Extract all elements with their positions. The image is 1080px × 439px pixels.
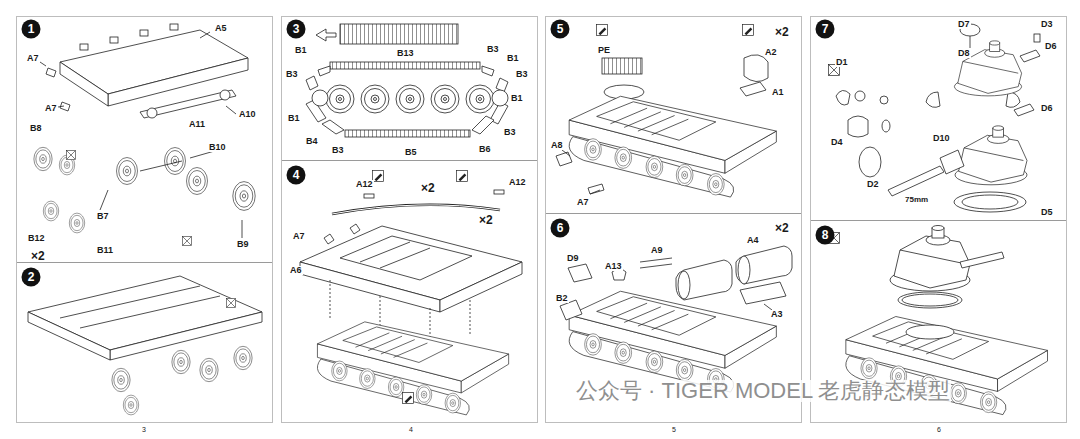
part-label: A7 (44, 104, 58, 113)
step-circle-fill (551, 219, 570, 238)
part-label: B3 (503, 128, 517, 137)
step-number-text: 3 (286, 19, 306, 39)
page-number: 5 (671, 426, 677, 433)
part-label: A4 (746, 236, 760, 245)
part-label: A9 (650, 246, 664, 255)
part-label: A6 (289, 266, 303, 275)
part-label: A11 (188, 120, 206, 129)
part-label: B1 (506, 54, 520, 63)
step-number-text: 8 (815, 225, 835, 245)
part-label: D10 (932, 134, 951, 143)
part-label: B1 (510, 94, 524, 103)
step-number: 2 (21, 267, 41, 287)
part-label: D4 (830, 138, 844, 147)
step-number-text: 7 (815, 19, 835, 39)
step-circle-fill (551, 20, 570, 39)
part-label: B9 (236, 240, 250, 249)
part-label: B13 (396, 49, 415, 58)
part-label: A7 (292, 232, 306, 241)
part-label: A7 (26, 54, 40, 63)
part-label: D1 (835, 58, 849, 67)
part-label: B5 (404, 148, 418, 157)
step-number-text: 2 (21, 267, 41, 287)
step-circle-fill (816, 226, 835, 245)
page-number: 4 (408, 426, 414, 433)
part-label: B2 (555, 294, 569, 303)
part-label: B3 (486, 45, 500, 54)
step-circle-fill (22, 268, 41, 287)
part-label: A2 (764, 48, 778, 57)
quantity-mark: ×2 (478, 214, 494, 226)
part-label: A7 (576, 198, 590, 207)
part-label: B8 (29, 124, 43, 133)
quantity-mark: ×2 (774, 26, 790, 38)
step-circle-fill (287, 166, 306, 185)
part-label: D2 (866, 180, 880, 189)
part-label: B7 (96, 212, 110, 221)
step-number: 4 (286, 165, 306, 185)
step-circle-fill (816, 20, 835, 39)
part-label: 75mm (904, 196, 929, 204)
step-number-text: 6 (550, 218, 570, 238)
part-label: D3 (1040, 20, 1054, 29)
part-label: A3 (770, 310, 784, 319)
part-label: PE (597, 46, 611, 55)
part-label: B4 (305, 137, 319, 146)
step-circle-fill (287, 20, 306, 39)
step-number: 3 (286, 19, 306, 39)
part-label: A8 (550, 141, 564, 150)
part-label: B10 (208, 143, 227, 152)
part-label: A13 (604, 262, 623, 271)
part-label: A10 (238, 110, 257, 119)
part-label: A12 (508, 178, 527, 187)
part-label: B3 (331, 146, 345, 155)
part-label: A5 (214, 24, 228, 33)
step-number-text: 4 (286, 165, 306, 185)
step-circle-fill (22, 20, 41, 39)
part-label: B12 (27, 234, 46, 243)
quantity-mark: ×2 (420, 182, 436, 194)
quantity-mark: ×2 (30, 250, 46, 262)
part-label: B6 (478, 145, 492, 154)
part-label: B1 (294, 46, 308, 55)
step-number-text: 1 (21, 19, 41, 39)
step-number: 7 (815, 19, 835, 39)
step-number: 5 (550, 19, 570, 39)
part-label: A12 (355, 180, 374, 189)
step-number: 6 (550, 218, 570, 238)
watermark: 公众号 · TIGER MODEL 老虎静态模型 (575, 380, 951, 402)
part-label: D6 (1040, 104, 1054, 113)
part-label: D7 (957, 20, 971, 29)
part-label: A1 (771, 88, 785, 97)
quantity-mark: ×2 (774, 222, 790, 234)
part-label: B11 (96, 246, 114, 255)
part-label: D8 (957, 49, 971, 58)
part-label: B3 (285, 70, 299, 79)
part-label: B3 (515, 70, 529, 79)
part-label: D9 (566, 254, 580, 263)
step-number: 8 (815, 225, 835, 245)
page-number: 3 (141, 426, 147, 433)
part-label: D6 (1044, 42, 1058, 51)
step-number-text: 5 (550, 19, 570, 39)
part-label: B1 (287, 114, 301, 123)
step-number: 1 (21, 19, 41, 39)
page-number: 6 (936, 426, 942, 433)
part-label: D5 (1040, 208, 1054, 217)
